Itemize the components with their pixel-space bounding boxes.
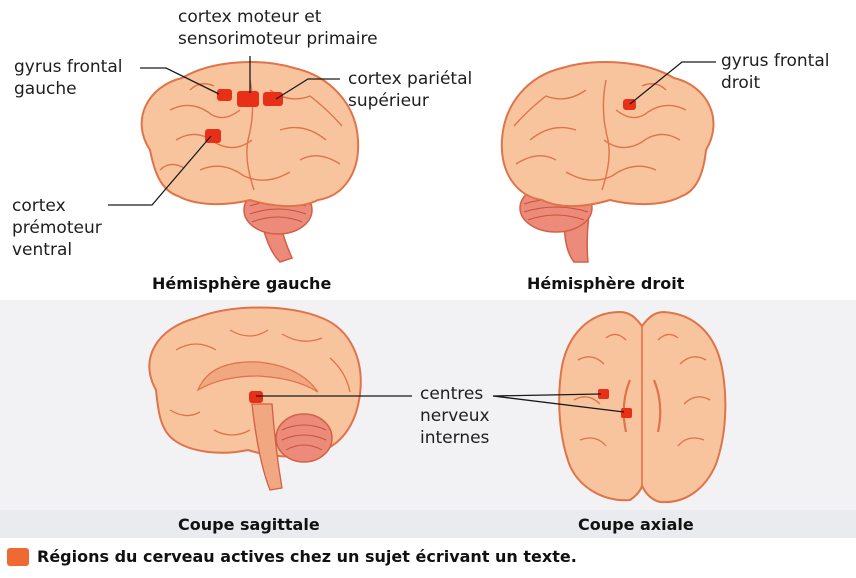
caption-coupe-axiale: Coupe axiale bbox=[578, 515, 694, 534]
active-centres-nerveux-sagittal bbox=[249, 391, 263, 403]
active-gyrus-frontal-gauche bbox=[217, 89, 232, 101]
legend: Régions du cerveau actives chez un sujet… bbox=[7, 547, 577, 566]
right-hemisphere-brain bbox=[502, 62, 714, 262]
caption-hemisphere-droit: Hémisphère droit bbox=[527, 274, 684, 293]
orange-square-icon bbox=[7, 548, 29, 566]
label-centres-nerveux: centres nerveux internes bbox=[420, 383, 490, 449]
label-gyrus-frontal-droit: gyrus frontal droit bbox=[721, 50, 829, 94]
active-cortex-moteur bbox=[237, 91, 259, 107]
label-cortex-premoteur: cortex prémoteur ventral bbox=[12, 195, 102, 261]
caption-coupe-sagittale: Coupe sagittale bbox=[178, 515, 320, 534]
caption-hemisphere-gauche: Hémisphère gauche bbox=[152, 274, 331, 293]
label-cortex-moteur: cortex moteur et sensorimoteur primaire bbox=[178, 6, 378, 50]
active-centres-nerveux-axial-2 bbox=[621, 408, 632, 418]
sagittal-cerebellum bbox=[276, 414, 332, 462]
active-cortex-parietal bbox=[263, 92, 283, 106]
label-gyrus-frontal-gauche: gyrus frontal gauche bbox=[14, 56, 122, 100]
label-cortex-parietal: cortex pariétal supérieur bbox=[348, 68, 472, 112]
right-cerebrum bbox=[502, 62, 714, 206]
legend-text: Régions du cerveau actives chez un sujet… bbox=[37, 547, 577, 566]
